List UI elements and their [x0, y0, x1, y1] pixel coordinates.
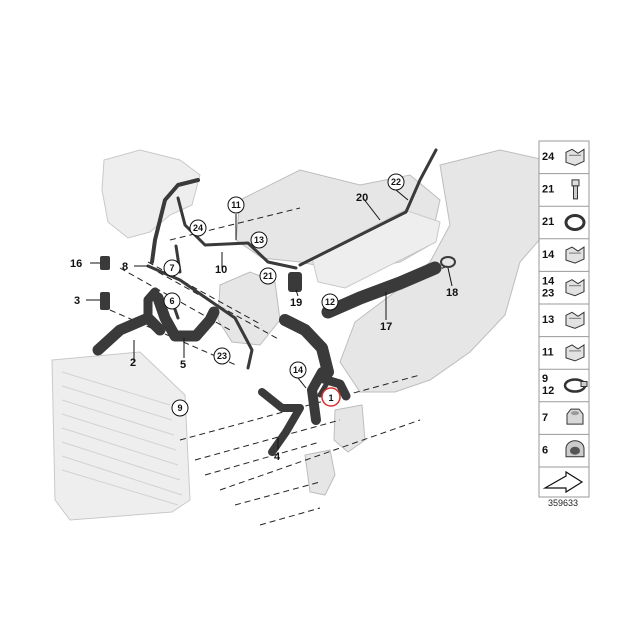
- legend-item: 21: [539, 205, 589, 231]
- callout-18: 18: [446, 287, 458, 299]
- callout-5: 5: [180, 359, 186, 371]
- legend-item-label: 24: [542, 151, 555, 163]
- legend-item: 7: [539, 401, 589, 425]
- callout-24: 24: [189, 219, 207, 237]
- svg-text:12: 12: [325, 297, 335, 307]
- legend-item-label: 23: [542, 287, 554, 299]
- vent-pipe-10: [176, 196, 298, 270]
- lower-connector: [304, 449, 336, 496]
- hose-14: [317, 375, 333, 398]
- callout-11: 11: [227, 196, 245, 214]
- callout-1: 1: [321, 387, 341, 407]
- callout-14: 14: [289, 361, 307, 379]
- hose-4: [258, 388, 304, 456]
- callout-23: 23: [213, 347, 231, 365]
- sensor-3: [100, 292, 110, 310]
- callout-10: 10: [215, 264, 227, 276]
- legend-part-band-icon: [563, 378, 588, 393]
- legend-item-label: 14: [542, 249, 555, 261]
- svg-text:9: 9: [177, 403, 182, 413]
- svg-text:14: 14: [293, 365, 303, 375]
- legend-item-label: 13: [542, 314, 554, 326]
- svg-text:6: 6: [169, 296, 174, 306]
- legend-item-label: 7: [542, 412, 548, 424]
- legend-part-clamp3-icon: [565, 311, 585, 329]
- callout-22: 22: [387, 173, 405, 191]
- callout-21: 21: [259, 267, 277, 285]
- svg-text:1: 1: [328, 393, 333, 403]
- radiator-fins: [61, 371, 183, 506]
- legend-item-label: 6: [542, 444, 548, 456]
- callout-13: 13: [250, 231, 268, 249]
- legend-item: 11: [539, 336, 589, 362]
- callout-12: 12: [321, 293, 339, 311]
- legend-part-holder-icon: [565, 440, 585, 458]
- legend-item: 6: [539, 433, 589, 458]
- reference-number: 359633: [548, 498, 578, 508]
- thermostat-housing: [333, 404, 366, 453]
- svg-text:24: 24: [193, 223, 203, 233]
- vent-pipe-upper: [150, 178, 200, 264]
- legend-part-ring-icon: [564, 214, 586, 231]
- hose-2-top: [143, 287, 160, 323]
- legend-part-clamp2-icon: [565, 278, 585, 297]
- svg-text:21: 21: [263, 271, 273, 281]
- callout-19: 19: [290, 297, 302, 309]
- legend-part-bolt-icon: [571, 179, 580, 200]
- svg-text:23: 23: [217, 351, 227, 361]
- callout-9: 9: [171, 399, 189, 417]
- legend-item: 912: [539, 368, 589, 397]
- legend-item-label: 14: [542, 275, 555, 287]
- callout-6: 6: [163, 292, 181, 310]
- hose-1-upper: [279, 314, 334, 378]
- svg-text:7: 7: [169, 263, 174, 273]
- intake-manifold: [311, 209, 441, 289]
- callout-16: 16: [70, 258, 82, 270]
- water-pump: [217, 271, 281, 346]
- callout-2: 2: [130, 357, 136, 369]
- legend-item-label: 12: [542, 385, 554, 397]
- svg-text:11: 11: [231, 200, 241, 210]
- legend-item: 13: [539, 303, 589, 329]
- legend-item-label: 21: [542, 184, 554, 196]
- svg-text:22: 22: [391, 177, 401, 187]
- legend-item-label: 9: [542, 373, 548, 385]
- background-parts: [51, 149, 549, 521]
- o-ring-18: [440, 256, 456, 268]
- expansion-tank: [101, 149, 201, 239]
- pipe-20: [298, 148, 438, 267]
- legend-part-clamp4-icon: [565, 343, 585, 362]
- svg-text:13: 13: [254, 235, 264, 245]
- legend-item-label: 21: [542, 216, 554, 228]
- legend-part-clip-icon: [565, 148, 585, 166]
- callouts: 16 8 3 2 5 6 7 24 11 10 13 21 19: [70, 173, 458, 463]
- callout-17: 17: [380, 321, 392, 333]
- hose-17: [321, 261, 442, 319]
- callout-4: 4: [274, 451, 281, 463]
- hose-5: [152, 292, 220, 342]
- radiator: [51, 351, 191, 521]
- sensor-16: [100, 256, 110, 270]
- direction-arrow-icon: [542, 470, 584, 494]
- callout-3: 3: [74, 295, 80, 307]
- callout-8: 8: [122, 261, 128, 273]
- legend-part-nut-icon: [566, 408, 584, 425]
- legend-item-label: 11: [542, 347, 554, 359]
- legend-item: 21: [539, 173, 589, 200]
- legend-item: 14: [539, 238, 589, 264]
- legend-part-clamp-icon: [565, 246, 585, 264]
- leader-lines: [86, 189, 453, 450]
- callout-7: 7: [163, 259, 181, 277]
- part-19: [288, 272, 302, 292]
- hose-2: [92, 312, 166, 356]
- callout-20: 20: [356, 192, 368, 204]
- legend-item: 24: [542, 148, 585, 166]
